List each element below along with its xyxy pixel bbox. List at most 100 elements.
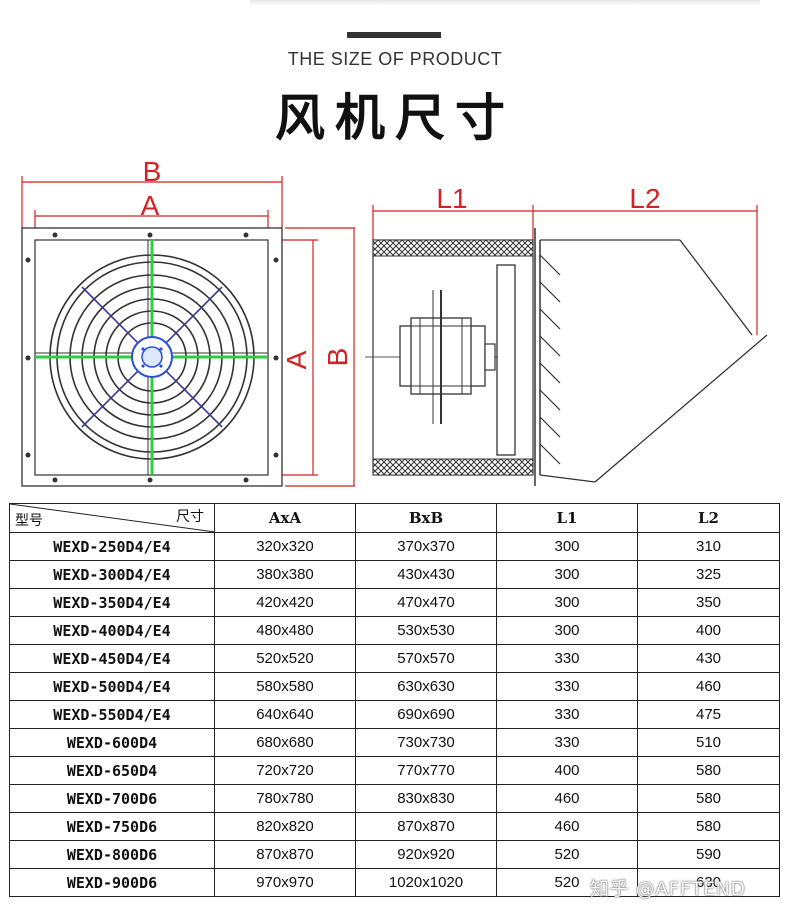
cell-a: 720x720 [214, 756, 356, 785]
cell-l1: 400 [496, 756, 638, 785]
cell-a: 680x680 [214, 728, 356, 757]
cell-b: 830x830 [355, 784, 497, 813]
cell-l1: 300 [496, 560, 638, 589]
model-cell: WEXD-250D4/E4 [9, 532, 215, 561]
dim-label-a-top: A [141, 190, 160, 221]
dim-label-l2: L2 [629, 183, 660, 214]
cell-a: 380x380 [214, 560, 356, 589]
cell-l2: 580 [637, 784, 780, 813]
cell-a: 480x480 [214, 616, 356, 645]
model-cell: WEXD-750D6 [9, 812, 215, 841]
cell-l1: 520 [496, 840, 638, 869]
cell-b: 570x570 [355, 644, 497, 673]
cell-l1: 300 [496, 616, 638, 645]
title-accent-bar [347, 32, 441, 38]
dim-label-a-side: A [281, 350, 312, 369]
cell-b: 690x690 [355, 700, 497, 729]
cell-b: 370x370 [355, 532, 497, 561]
cell-l2: 580 [637, 812, 780, 841]
corner-model-label: 型号 [15, 513, 43, 529]
cell-a: 420x420 [214, 588, 356, 617]
cell-a: 780x780 [214, 784, 356, 813]
top-shadow [250, 0, 760, 6]
cell-l1: 330 [496, 672, 638, 701]
model-cell: WEXD-500D4/E4 [9, 672, 215, 701]
fan-dimension-diagram: B A A B [21, 156, 768, 487]
cell-b: 630x630 [355, 672, 497, 701]
column-header-axa: AxA [214, 503, 356, 533]
cell-b: 730x730 [355, 728, 497, 757]
model-cell: WEXD-550D4/E4 [9, 700, 215, 729]
cell-l2: 630 [637, 868, 780, 897]
cell-a: 640x640 [214, 700, 356, 729]
page-title: 风机尺寸 [275, 88, 515, 147]
dim-label-b-side: B [322, 348, 353, 367]
cell-a: 870x870 [214, 840, 356, 869]
model-cell: WEXD-600D4 [9, 728, 215, 757]
cell-l1: 300 [496, 532, 638, 561]
cell-a: 580x580 [214, 672, 356, 701]
cell-l2: 475 [637, 700, 780, 729]
model-cell: WEXD-450D4/E4 [9, 644, 215, 673]
cell-l1: 520 [496, 868, 638, 897]
dim-label-b-top: B [143, 156, 162, 187]
model-cell: WEXD-800D6 [9, 840, 215, 869]
side-view: L1 L2 [365, 183, 768, 486]
front-view: B A A B [21, 156, 355, 487]
corner-header-cell: 尺寸 型号 [9, 503, 215, 533]
cell-l1: 330 [496, 644, 638, 673]
model-cell: WEXD-400D4/E4 [9, 616, 215, 645]
page-subtitle: THE SIZE OF PRODUCT [287, 49, 503, 69]
model-cell: WEXD-650D4 [9, 756, 215, 785]
model-cell: WEXD-700D6 [9, 784, 215, 813]
cell-b: 530x530 [355, 616, 497, 645]
cell-l2: 325 [637, 560, 780, 589]
model-cell: WEXD-350D4/E4 [9, 588, 215, 617]
cell-l1: 330 [496, 728, 638, 757]
corner-size-label: 尺寸 [176, 509, 204, 525]
cell-b: 770x770 [355, 756, 497, 785]
cell-l1: 330 [496, 700, 638, 729]
cell-a: 820x820 [214, 812, 356, 841]
cell-l2: 430 [637, 644, 780, 673]
cell-l1: 300 [496, 588, 638, 617]
model-cell: WEXD-900D6 [9, 868, 215, 897]
cell-l1: 460 [496, 784, 638, 813]
cell-b: 1020x1020 [355, 868, 497, 897]
column-header-l2: L2 [637, 503, 780, 533]
cell-l2: 460 [637, 672, 780, 701]
cell-b: 870x870 [355, 812, 497, 841]
model-cell: WEXD-300D4/E4 [9, 560, 215, 589]
column-header-l1: L1 [496, 503, 638, 533]
cell-b: 430x430 [355, 560, 497, 589]
cell-a: 320x320 [214, 532, 356, 561]
cell-l2: 580 [637, 756, 780, 785]
cell-l2: 400 [637, 616, 780, 645]
cell-b: 920x920 [355, 840, 497, 869]
watermark: 知乎 @AFFTEND [590, 878, 746, 900]
corner-diagonal [10, 504, 215, 532]
dim-label-l1: L1 [436, 183, 467, 214]
cell-l2: 590 [637, 840, 780, 869]
cell-l2: 510 [637, 728, 780, 757]
cell-b: 470x470 [355, 588, 497, 617]
table-header-row: 尺寸 型号 AxA BxB L1 L2 [9, 503, 780, 533]
cell-a: 970x970 [214, 868, 356, 897]
cell-l1: 460 [496, 812, 638, 841]
cell-a: 520x520 [214, 644, 356, 673]
cell-l2: 310 [637, 532, 780, 561]
